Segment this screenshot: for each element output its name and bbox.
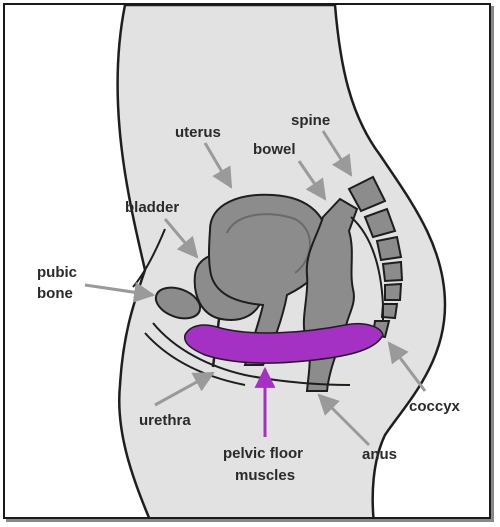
pelvic-floor-label-line1: pelvic floor: [223, 445, 303, 462]
urethra-label: urethra: [139, 412, 191, 429]
bladder-arrow: [163, 218, 199, 259]
pelvic-floor-label-line2: muscles: [235, 467, 295, 484]
coccyx-label: coccyx: [409, 398, 461, 415]
spine-arrow: [321, 130, 353, 177]
bowel-arrow: [297, 160, 327, 201]
spine-shape: [347, 175, 404, 320]
spine-label: spine: [291, 112, 330, 129]
perineum-line-outer: [144, 332, 246, 386]
perineum-line-inner: [152, 322, 351, 386]
bowel-label: bowel: [253, 141, 296, 158]
pubic-bone-label-line2: bone: [37, 285, 73, 302]
uterus-shape: [208, 193, 329, 366]
diagram-frame: spine uterus bowel bladder pubic bone co…: [3, 3, 491, 519]
anus-arrow: [317, 393, 371, 447]
uterus-arrow: [203, 142, 233, 189]
coccyx-arrow: [387, 341, 427, 392]
urethra-arrow: [154, 371, 215, 407]
pubic-bone-label-line1: pubic: [37, 264, 77, 281]
sacrum-curve: [350, 216, 384, 321]
pelvic-floor-muscle-shape: [183, 323, 384, 364]
bladder-label: bladder: [125, 199, 179, 216]
uterus-label: uterus: [175, 124, 221, 141]
anus-label: anus: [362, 446, 397, 463]
pubic-bone-arrow: [84, 281, 156, 303]
pubic-bone-shape: [154, 286, 202, 320]
pelvic-anatomy-diagram: spine uterus bowel bladder pubic bone co…: [37, 5, 461, 517]
